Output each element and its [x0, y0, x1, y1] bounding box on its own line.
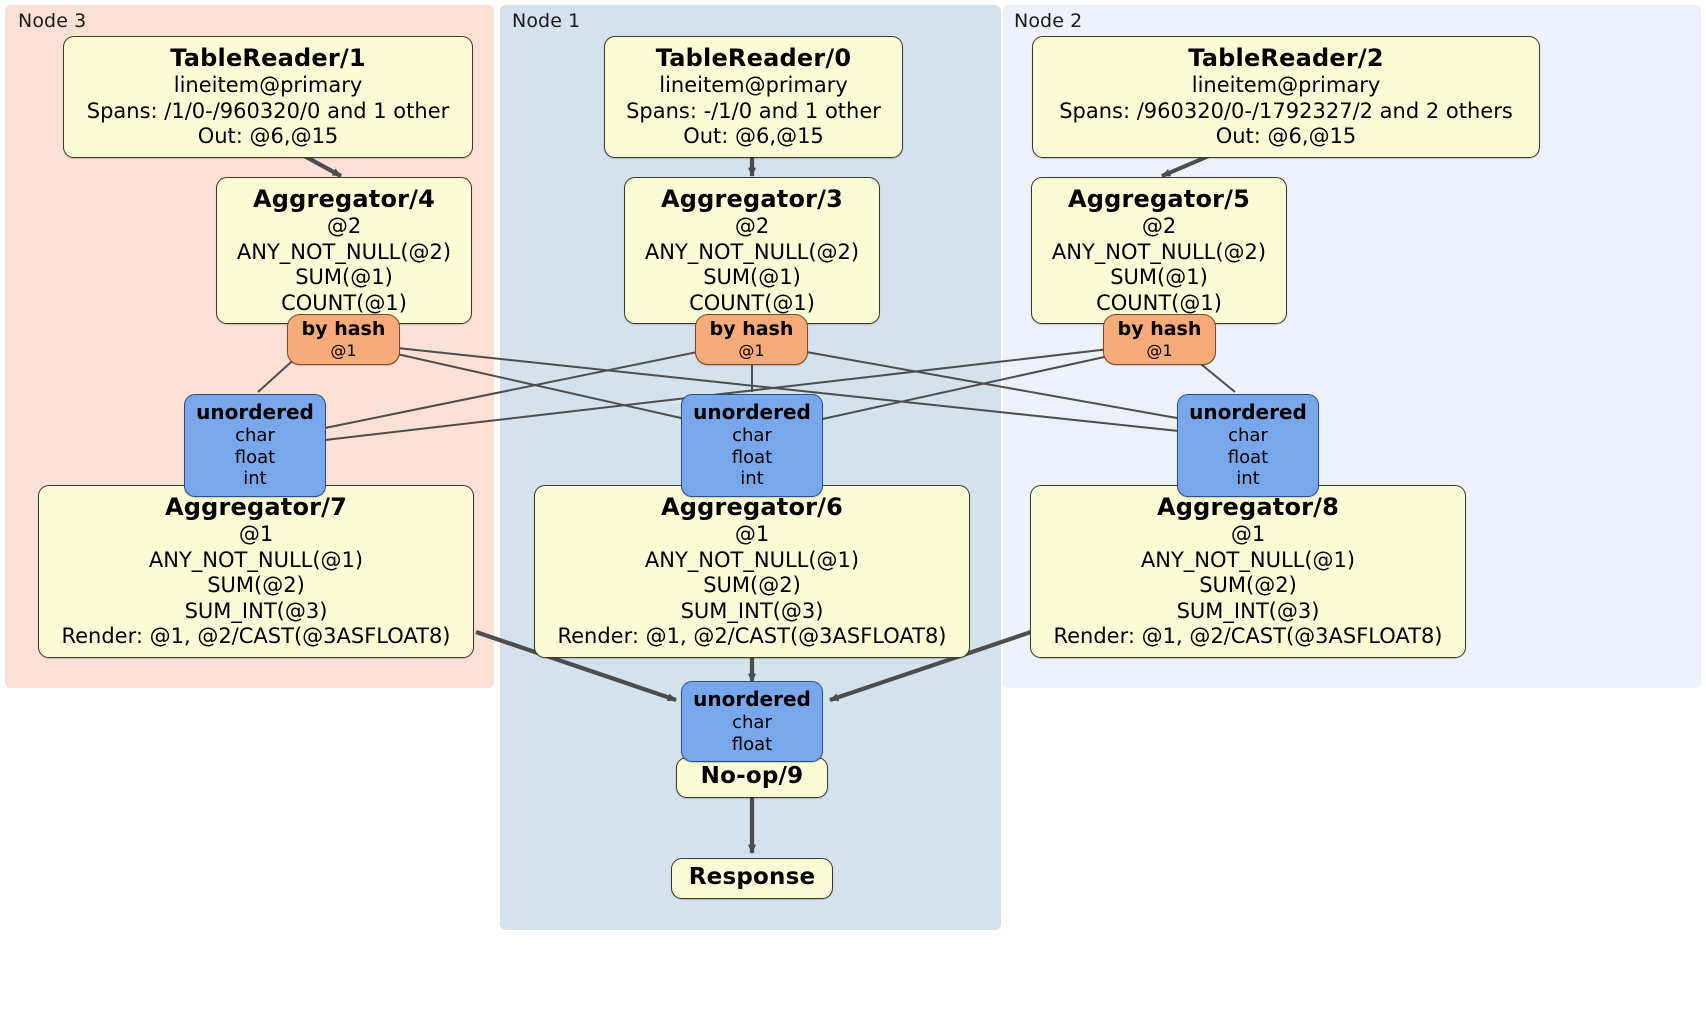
processor-line: ANY_NOT_NULL(@2): [1051, 239, 1267, 264]
router-line: @1: [330, 341, 357, 360]
processor-title: Aggregator/8: [1156, 493, 1340, 521]
processor-response[interactable]: Response: [671, 858, 833, 899]
processor-line: SUM(@1): [1110, 265, 1208, 289]
processor-line: COUNT(@1): [689, 290, 815, 315]
processor-tablereader-1[interactable]: TableReader/1 lineitem@primary Spans: /1…: [63, 36, 473, 158]
input-synchronizer-unordered-final[interactable]: unordered char float: [681, 681, 823, 762]
processor-title: Response: [688, 864, 816, 890]
processor-line: Spans: -/1/0 and 1 other: [626, 98, 881, 123]
processor-line: Out: @6,@15: [1215, 124, 1357, 148]
router-line: float: [234, 446, 276, 468]
processor-aggregator-8[interactable]: Aggregator/8 @1 ANY_NOT_NULL(@1) SUM(@2)…: [1030, 485, 1466, 658]
processor-line: SUM(@1): [703, 265, 801, 289]
processor-line: Out: @6,@15: [197, 124, 339, 148]
processor-line: Render: @1, @2/CAST(@3ASFLOAT8): [1053, 624, 1443, 648]
processor-line: lineitem@primary: [1191, 73, 1381, 97]
processor-line: Spans: /960320/0-/1792327/2 and 2 others: [1059, 98, 1513, 123]
router-line: char: [235, 425, 275, 446]
router-line: float: [1227, 446, 1269, 468]
processor-tablereader-2[interactable]: TableReader/2 lineitem@primary Spans: /9…: [1032, 36, 1540, 158]
processor-title: Aggregator/6: [660, 493, 844, 521]
processor-line: COUNT(@1): [281, 290, 407, 315]
input-synchronizer-unordered-right[interactable]: unordered char float int: [1177, 394, 1319, 497]
node-panel-label-node2: Node 2: [1014, 10, 1083, 32]
router-line: int: [1236, 468, 1260, 489]
router-title: unordered: [693, 687, 811, 711]
processor-line: SUM(@1): [295, 265, 393, 289]
router-title: by hash: [709, 318, 794, 340]
output-router-by-hash-left[interactable]: by hash @1: [287, 314, 400, 365]
processor-title: TableReader/1: [170, 44, 366, 72]
processor-title: Aggregator/3: [660, 185, 844, 213]
processor-title: No-op/9: [700, 763, 804, 789]
processor-title: Aggregator/5: [1067, 185, 1251, 213]
processor-line: ANY_NOT_NULL(@2): [644, 239, 860, 264]
processor-tablereader-0[interactable]: TableReader/0 lineitem@primary Spans: -/…: [604, 36, 903, 158]
processor-aggregator-3[interactable]: Aggregator/3 @2 ANY_NOT_NULL(@2) SUM(@1)…: [624, 177, 880, 324]
router-title: unordered: [1189, 400, 1307, 424]
node-panel-label-node1: Node 1: [512, 10, 581, 32]
output-router-by-hash-right[interactable]: by hash @1: [1103, 314, 1216, 365]
router-title: by hash: [301, 318, 386, 340]
router-title: by hash: [1117, 318, 1202, 340]
processor-line: SUM(@2): [1199, 573, 1297, 597]
router-title: unordered: [693, 400, 811, 424]
output-router-by-hash-center[interactable]: by hash @1: [695, 314, 808, 365]
processor-noop-9[interactable]: No-op/9: [676, 757, 828, 798]
processor-title: Aggregator/7: [164, 493, 348, 521]
processor-line: Out: @6,@15: [683, 124, 824, 148]
processor-title: Aggregator/4: [252, 185, 436, 213]
processor-line: COUNT(@1): [1096, 290, 1222, 315]
processor-line: @2: [1141, 214, 1177, 238]
processor-line: lineitem@primary: [173, 73, 363, 97]
processor-line: @1: [734, 522, 770, 546]
node-panel-label-node3: Node 3: [18, 10, 87, 32]
processor-line: ANY_NOT_NULL(@1): [1140, 547, 1356, 572]
processor-line: @1: [238, 522, 274, 546]
processor-line: SUM_INT(@3): [1176, 598, 1320, 623]
processor-line: ANY_NOT_NULL(@1): [644, 547, 860, 572]
processor-line: SUM_INT(@3): [184, 598, 328, 623]
router-line: int: [740, 468, 764, 489]
router-title: unordered: [196, 400, 314, 424]
router-line: @1: [738, 341, 765, 360]
input-synchronizer-unordered-center[interactable]: unordered char float int: [681, 394, 823, 497]
processor-line: @2: [734, 214, 770, 238]
processor-line: @1: [1230, 522, 1266, 546]
processor-aggregator-5[interactable]: Aggregator/5 @2 ANY_NOT_NULL(@2) SUM(@1)…: [1031, 177, 1287, 324]
processor-line: ANY_NOT_NULL(@1): [148, 547, 364, 572]
processor-title: TableReader/0: [655, 44, 852, 72]
processor-line: lineitem@primary: [659, 73, 848, 97]
processor-aggregator-4[interactable]: Aggregator/4 @2 ANY_NOT_NULL(@2) SUM(@1)…: [216, 177, 472, 324]
router-line: float: [731, 446, 773, 468]
router-line: @1: [1146, 341, 1173, 360]
input-synchronizer-unordered-left[interactable]: unordered char float int: [184, 394, 326, 497]
router-line: char: [1228, 425, 1268, 446]
processor-line: ANY_NOT_NULL(@2): [236, 239, 452, 264]
processor-line: @2: [326, 214, 362, 238]
processor-aggregator-7[interactable]: Aggregator/7 @1 ANY_NOT_NULL(@1) SUM(@2)…: [38, 485, 474, 658]
router-line: float: [731, 733, 773, 755]
processor-line: SUM(@2): [703, 573, 801, 597]
processor-line: Render: @1, @2/CAST(@3ASFLOAT8): [61, 624, 451, 648]
router-line: char: [732, 712, 772, 733]
processor-line: SUM(@2): [207, 573, 305, 597]
processor-line: Spans: /1/0-/960320/0 and 1 other: [86, 98, 450, 123]
processor-line: Render: @1, @2/CAST(@3ASFLOAT8): [557, 624, 947, 648]
router-line: int: [243, 468, 267, 489]
processor-title: TableReader/2: [1188, 44, 1384, 72]
router-line: char: [732, 425, 772, 446]
processor-line: SUM_INT(@3): [680, 598, 824, 623]
processor-aggregator-6[interactable]: Aggregator/6 @1 ANY_NOT_NULL(@1) SUM(@2)…: [534, 485, 970, 658]
